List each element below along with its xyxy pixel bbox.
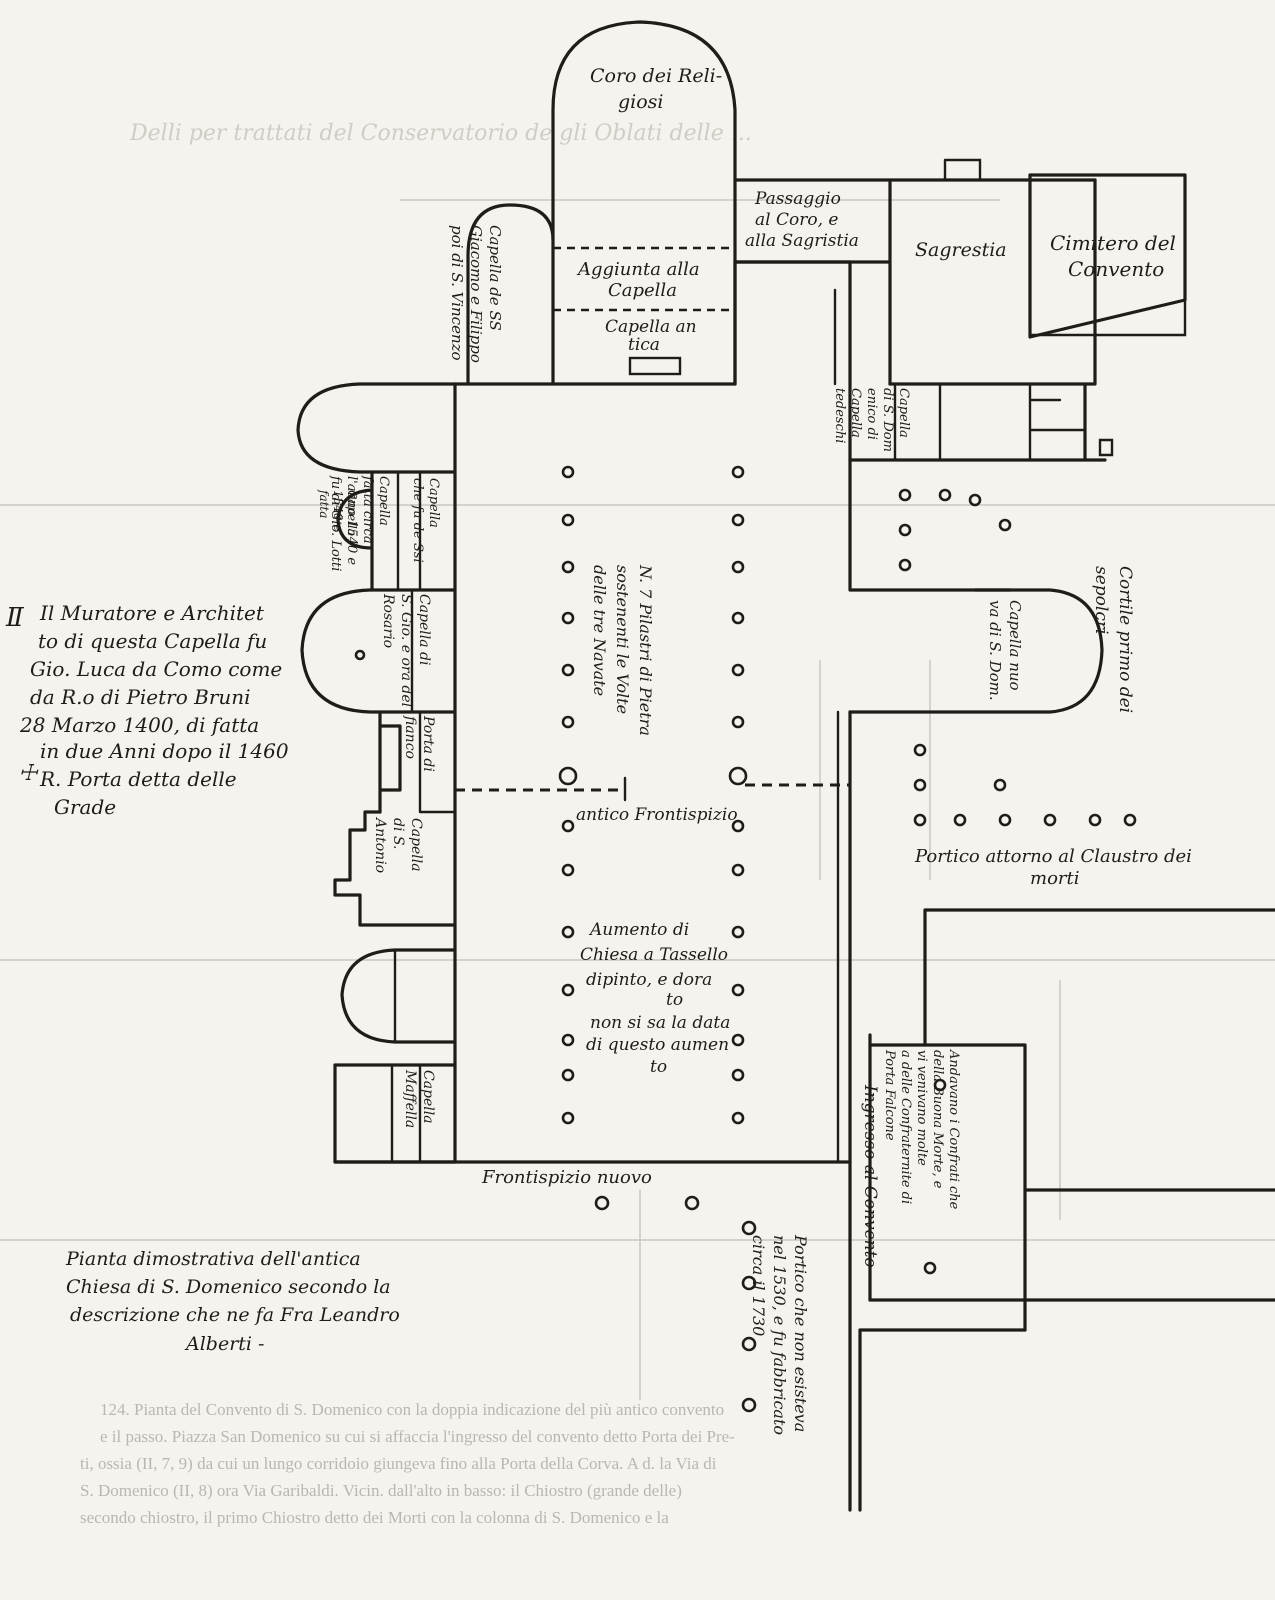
- label-capella-anno: Capellafatta circal'anno 1540 efu di Gio…: [328, 475, 391, 571]
- label-portico-1730: Portico che non esistevanel 1530, e fu f…: [749, 1234, 810, 1435]
- nave-columns: [354, 465, 1137, 1413]
- label-porta-fianco: Porta difianco: [402, 715, 436, 772]
- note-text: Il Muratore e Architet to di questa Cape…: [19, 601, 295, 819]
- note-mark-i: Ⅱ: [5, 603, 25, 633]
- svg-text:Delli per trattati del Conserv: Delli per trattati del Conservatorio de …: [129, 121, 752, 146]
- label-pilastri: N. 7 Pilastri di Pietrasostenenti le Vol…: [590, 564, 655, 736]
- label-frontispizio-nuovo: Frontispizio nuovo: [481, 1167, 652, 1188]
- caption-line: ti, ossia (II, 7, 9) da cui un lungo cor…: [80, 1454, 717, 1473]
- label-sagrestia: Sagrestia: [915, 239, 1007, 261]
- label-capella-maffella: CapellaMaffella: [402, 1069, 436, 1128]
- label-ingresso: Ingresso al Convento: [860, 1084, 880, 1268]
- antico-frontispizio-line: [455, 776, 850, 802]
- label-capella-right: Capelladi S. Domenico diCapellatedeschi: [832, 388, 911, 452]
- architect-note: Ⅱ ☩ Il Muratore e Architet to di questa …: [5, 601, 295, 819]
- bleed-through-lines: Delli per trattati del Conservatorio de …: [0, 121, 1275, 1400]
- label-capella-antonio: Capelladi S.Antonio: [372, 816, 424, 873]
- label-antico-frontispizio: antico Frontispizio: [576, 805, 738, 825]
- label-coro: Coro dei Reli-giosi: [590, 65, 722, 113]
- label-capella-rosario: Capella diS. Gio. e ora delRosario: [380, 593, 432, 707]
- title-text: Pianta dimostrativa dell'antica Chiesa d…: [65, 1248, 406, 1355]
- label-capella-nuova: Capella nuova di S. Dom.: [986, 600, 1024, 701]
- caption-line: 124. Pianta del Convento di S. Domenico …: [100, 1400, 725, 1419]
- caption-line: e il passo. Piazza San Domenico su cui s…: [100, 1427, 735, 1446]
- caption-line: S. Domenico (II, 8) ora Via Garibaldi. V…: [80, 1481, 682, 1500]
- label-capella-filippo: Capella de SSGiacomo e Filippopoi di S. …: [448, 225, 504, 363]
- label-capella-sinistra: Capellache fu de Ssi: [410, 478, 441, 563]
- label-annex-right: Andavano i Confrati chedella Buona Morte…: [882, 1049, 961, 1210]
- note-mark-r: ☩: [18, 761, 39, 786]
- caption-line: secondo chiostro, il primo Chiostro dett…: [80, 1508, 669, 1527]
- plan-title: Pianta dimostrativa dell'antica Chiesa d…: [65, 1248, 406, 1355]
- church-outline: [296, 20, 1275, 1512]
- label-aumento: Aumento di Chiesa a Tassello dipinto, e …: [580, 920, 736, 1077]
- printed-caption: 124. Pianta del Convento di S. Domenico …: [60, 1396, 1260, 1531]
- label-cortile: Cortile primo deisepolcri: [1091, 566, 1135, 713]
- label-capella-small: Capella1540 efatta: [317, 489, 359, 536]
